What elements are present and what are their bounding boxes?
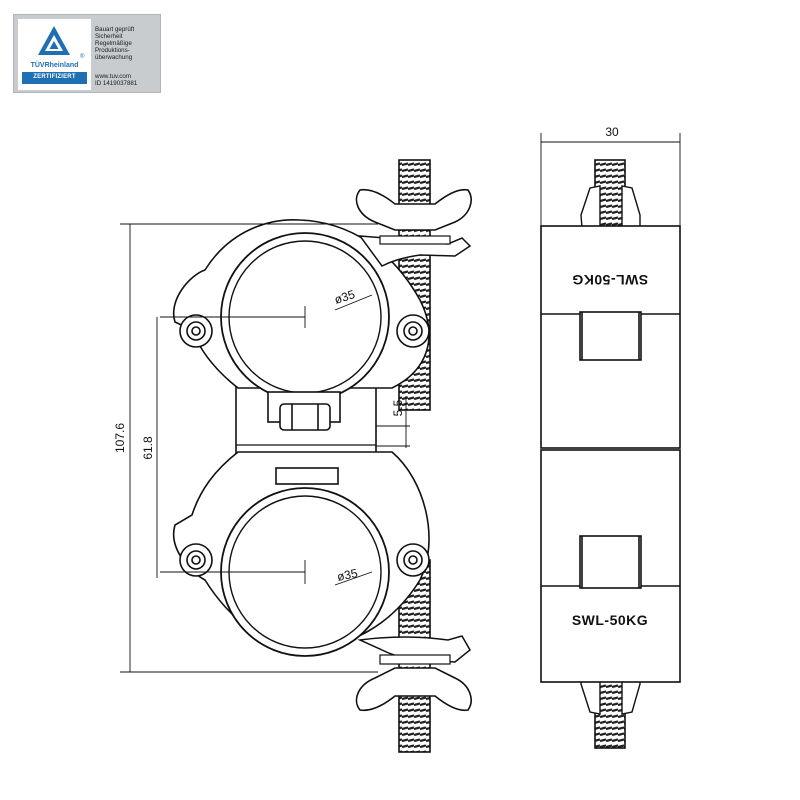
lower-left-hinge-pin bbox=[179, 543, 213, 577]
tuv-certification-badge: TÜVRheinland ® ZERTIFIZIERT Bauart geprü… bbox=[13, 14, 161, 93]
badge-line-4: Produktions- bbox=[95, 47, 130, 54]
badge-registered-mark: ® bbox=[80, 54, 85, 60]
tuv-triangle-icon bbox=[38, 26, 70, 55]
front-view bbox=[160, 159, 472, 753]
badge-line-1: Bauart geprüft bbox=[95, 26, 135, 33]
lower-wing-nut bbox=[355, 667, 472, 712]
side-slot-lower bbox=[579, 535, 642, 589]
badge-url: www.tuv.com bbox=[95, 73, 131, 80]
front-dimensions bbox=[120, 223, 410, 673]
dim-width-label: 30 bbox=[605, 125, 619, 139]
diameter-top-label: ø35 bbox=[333, 287, 357, 307]
dim-center-distance-label: 61.8 bbox=[141, 436, 155, 460]
upper-left-hinge-pin bbox=[179, 314, 213, 348]
dim-height-label: 107.6 bbox=[113, 423, 127, 453]
upper-right-hinge-pin bbox=[396, 314, 430, 348]
diameter-bottom-label: ø35 bbox=[336, 566, 359, 584]
badge-logo-text: TÜVRheinland bbox=[30, 62, 79, 69]
badge-line-2: Sicherheit bbox=[95, 33, 123, 40]
badge-id: ID 1419037881 bbox=[95, 80, 138, 87]
side-dimensions bbox=[540, 133, 681, 226]
badge-line-3: Regelmäßige bbox=[95, 40, 132, 47]
dim-gap-label: 5.5 bbox=[391, 399, 405, 416]
badge-certified-label: ZERTIFIZIERT bbox=[33, 74, 76, 80]
side-view bbox=[540, 159, 681, 749]
swl-label-bottom: SWL-50KG bbox=[572, 612, 648, 628]
swl-label-top: SWL-50KG bbox=[572, 272, 648, 288]
side-slot-upper bbox=[579, 311, 642, 361]
lower-right-hinge-pin bbox=[396, 543, 430, 577]
badge-line-5: überwachung bbox=[95, 54, 133, 61]
upper-wing-nut bbox=[355, 188, 472, 231]
lower-slot-block bbox=[275, 467, 339, 485]
badge-certified-strip bbox=[22, 72, 87, 84]
center-hex-nut bbox=[267, 391, 341, 431]
